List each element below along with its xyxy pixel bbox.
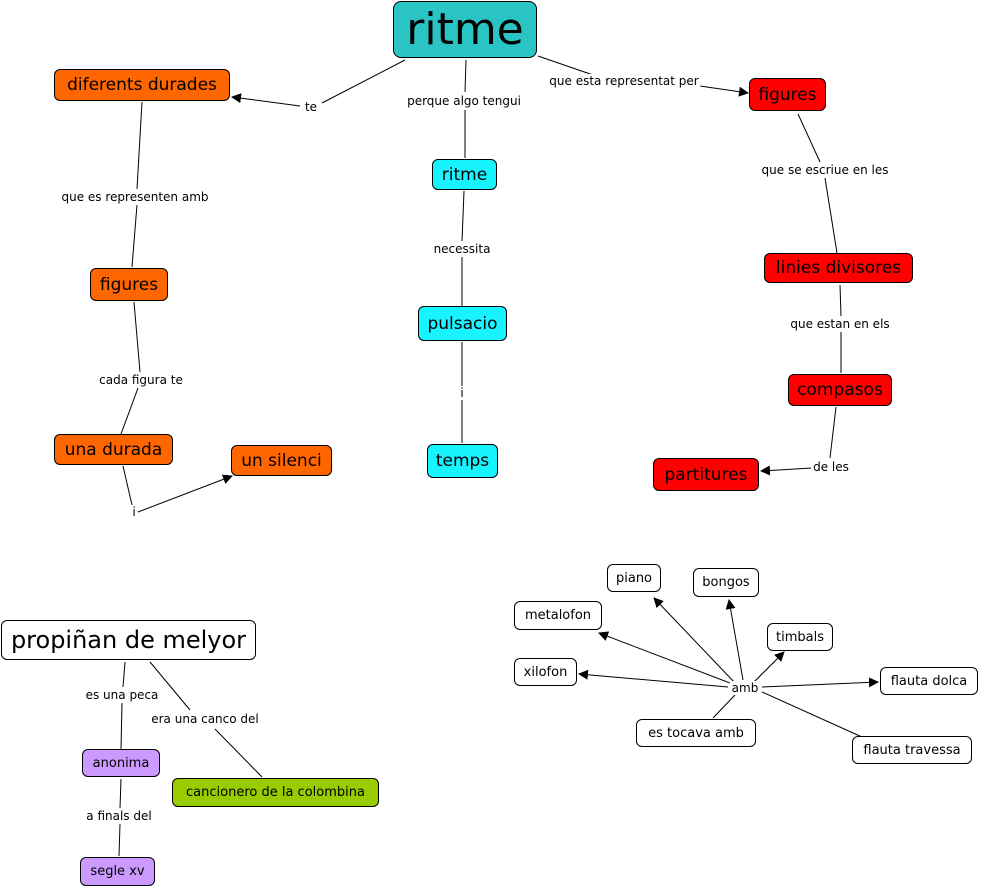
edge-te-durades bbox=[231, 93, 301, 107]
edge-representen-figures bbox=[131, 204, 138, 268]
node-piano[interactable]: piano bbox=[607, 564, 661, 592]
edge-durada-i bbox=[122, 465, 133, 506]
link-label-a-finals-del: a finals del bbox=[84, 809, 154, 823]
link-label-perque-algo-tengui: perque algo tengui bbox=[405, 94, 523, 108]
node-figures-left[interactable]: figures bbox=[90, 268, 168, 301]
edge-finals-segle bbox=[118, 823, 121, 857]
edge-ritme-representat bbox=[537, 55, 597, 77]
edge-amb-xilofon bbox=[578, 669, 729, 688]
node-pulsacio[interactable]: pulsacio bbox=[418, 306, 507, 341]
link-label-es-una-peca: es una peca bbox=[83, 688, 161, 702]
node-timbals[interactable]: timbals bbox=[767, 623, 833, 651]
node-linies-divisores[interactable]: linies divisores bbox=[764, 253, 913, 283]
link-label-representat-per: que esta representat per bbox=[547, 74, 701, 88]
edge-amb-metalofon bbox=[598, 631, 731, 684]
edge-estocava-amb bbox=[712, 694, 736, 719]
link-label-estan-en-els: que estan en els bbox=[788, 317, 892, 331]
node-propinan-de-melyor[interactable]: propiñan de melyor bbox=[1, 620, 256, 660]
node-ritme-main[interactable]: ritme bbox=[393, 1, 537, 58]
edge-amb-timbals bbox=[752, 651, 785, 684]
link-label-te: te bbox=[302, 100, 320, 114]
node-flauta-travessa[interactable]: flauta travessa bbox=[852, 736, 972, 764]
edge-figures-escriue bbox=[797, 113, 821, 163]
edge-cada-durada bbox=[120, 387, 139, 435]
edge-propinan-peca bbox=[122, 661, 126, 688]
link-label-de-les: de les bbox=[811, 460, 851, 474]
node-flauta-dolca[interactable]: flauta dolca bbox=[880, 667, 978, 695]
link-label-i-left: i bbox=[130, 505, 138, 519]
node-compasos[interactable]: compasos bbox=[788, 374, 892, 406]
edge-i-silenci bbox=[137, 474, 233, 513]
node-diferents-durades[interactable]: diferents durades bbox=[54, 69, 230, 101]
node-figures-right[interactable]: figures bbox=[749, 78, 826, 111]
edge-amb-flauta-travessa bbox=[761, 691, 863, 738]
edge-peca-anonima bbox=[120, 702, 123, 750]
node-xilofon[interactable]: xilofon bbox=[514, 658, 577, 686]
node-bongos[interactable]: bongos bbox=[693, 568, 759, 597]
link-label-necessita: necessita bbox=[431, 242, 493, 256]
edge-figures-cada bbox=[133, 301, 141, 373]
edge-ritme-necessita bbox=[461, 190, 465, 242]
node-un-silenci[interactable]: un silenci bbox=[231, 445, 332, 476]
node-temps[interactable]: temps bbox=[427, 444, 498, 478]
edge-ritme-perque bbox=[464, 59, 467, 93]
node-ritme-small[interactable]: ritme bbox=[432, 159, 497, 190]
node-es-tocava-amb[interactable]: es tocava amb bbox=[636, 719, 756, 747]
edge-escriue-linies bbox=[824, 177, 838, 254]
link-label-i-middle: i bbox=[458, 386, 466, 400]
link-label-se-escriue: que se escriue en les bbox=[759, 163, 891, 177]
edge-compasos-de-les bbox=[829, 406, 837, 459]
node-anonima[interactable]: anonima bbox=[82, 749, 160, 777]
edge-amb-bongos bbox=[725, 599, 744, 681]
edge-amb-piano bbox=[653, 597, 736, 684]
edge-canco-cancionero bbox=[214, 728, 263, 778]
node-partitures[interactable]: partitures bbox=[653, 458, 759, 491]
node-segle-xv[interactable]: segle xv bbox=[80, 857, 155, 886]
node-metalofon[interactable]: metalofon bbox=[514, 601, 602, 630]
edge-ritme-te bbox=[321, 59, 406, 104]
edge-anonima-finals bbox=[119, 778, 122, 809]
edge-amb-flauta-dolca bbox=[761, 677, 879, 688]
edge-de-les-partitures bbox=[760, 465, 813, 476]
edge-linies-estan bbox=[839, 284, 842, 317]
link-label-representen-amb: que es representen amb bbox=[59, 190, 211, 204]
node-cancionero-de-la-colombina[interactable]: cancionero de la colombina bbox=[172, 778, 379, 807]
link-label-era-una-canco: era una canco del bbox=[149, 712, 261, 726]
edge-durades-representen bbox=[136, 101, 143, 190]
link-label-amb: amb bbox=[729, 681, 761, 695]
edge-representat-figures bbox=[699, 85, 749, 97]
node-una-durada[interactable]: una durada bbox=[54, 434, 173, 465]
edge-propinan-canco bbox=[149, 661, 191, 711]
link-label-cada-figura-te: cada figura te bbox=[97, 373, 185, 387]
